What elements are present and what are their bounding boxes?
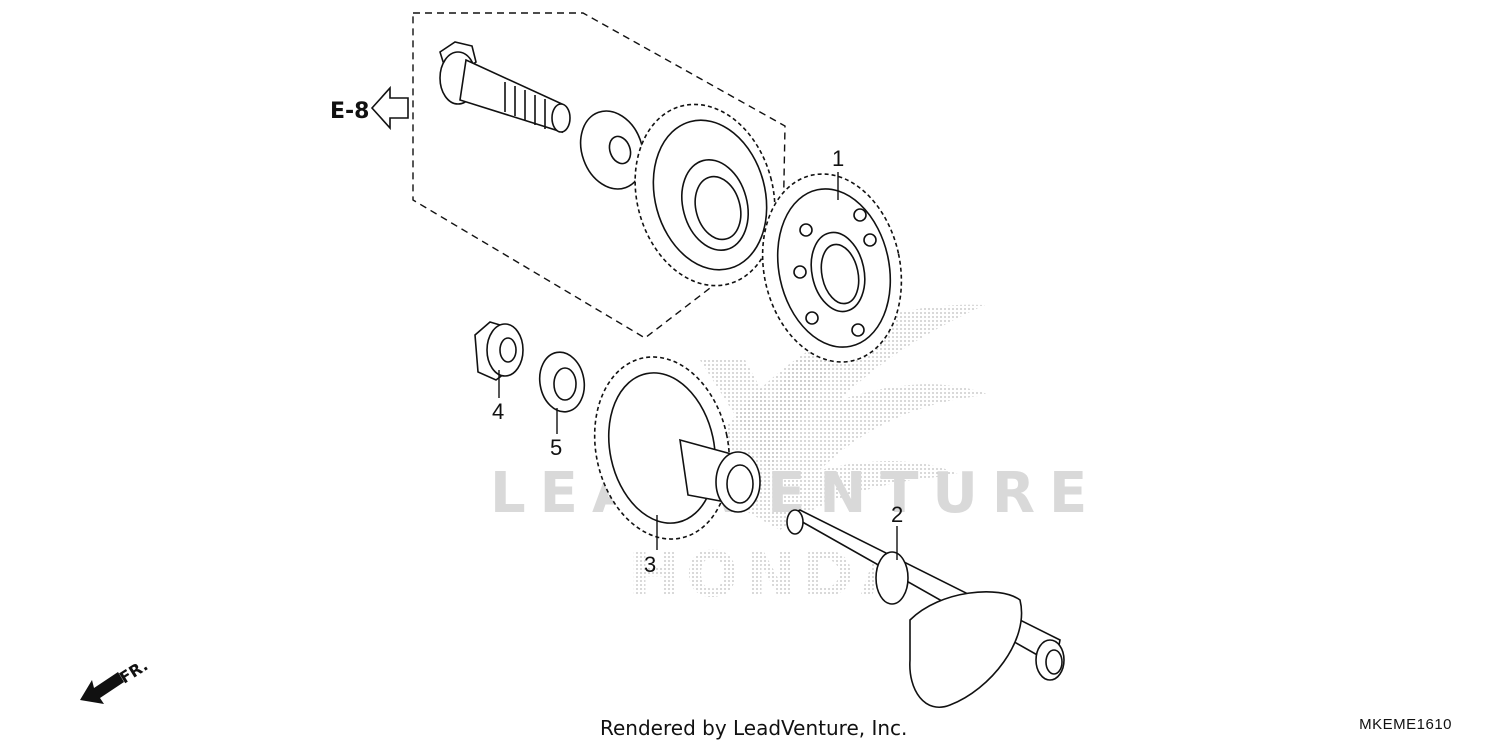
rendered-by-credit: Rendered by LeadVenture, Inc. [600,716,908,740]
callout-4: 4 [492,399,504,424]
front-direction: FR. [80,656,151,704]
callout-1: 1 [832,146,844,171]
reference-e8: E-8 [330,85,409,131]
part-gear-1 [761,173,903,363]
callout-5: 5 [550,435,562,460]
reference-arrow-icon [370,85,409,131]
part-washer-kit [579,110,645,190]
reference-label: E-8 [330,99,369,124]
callout-2: 2 [891,502,903,527]
part-bolt [439,41,571,134]
front-arrow-icon [80,672,124,704]
callout-3: 3 [644,552,656,577]
part-gear-3 [593,356,761,540]
watermark-v [700,360,835,470]
leader-lines [498,172,898,560]
watermark-wing [690,304,990,530]
watermark: LEADVENTURE HONDA [490,304,1087,611]
part-gear-kit [634,103,776,287]
part-washer-5 [538,351,586,413]
part-nut-4 [474,321,524,381]
part-shaft-2 [786,509,1065,708]
diagram-code: MKEME1610 [1359,716,1452,733]
